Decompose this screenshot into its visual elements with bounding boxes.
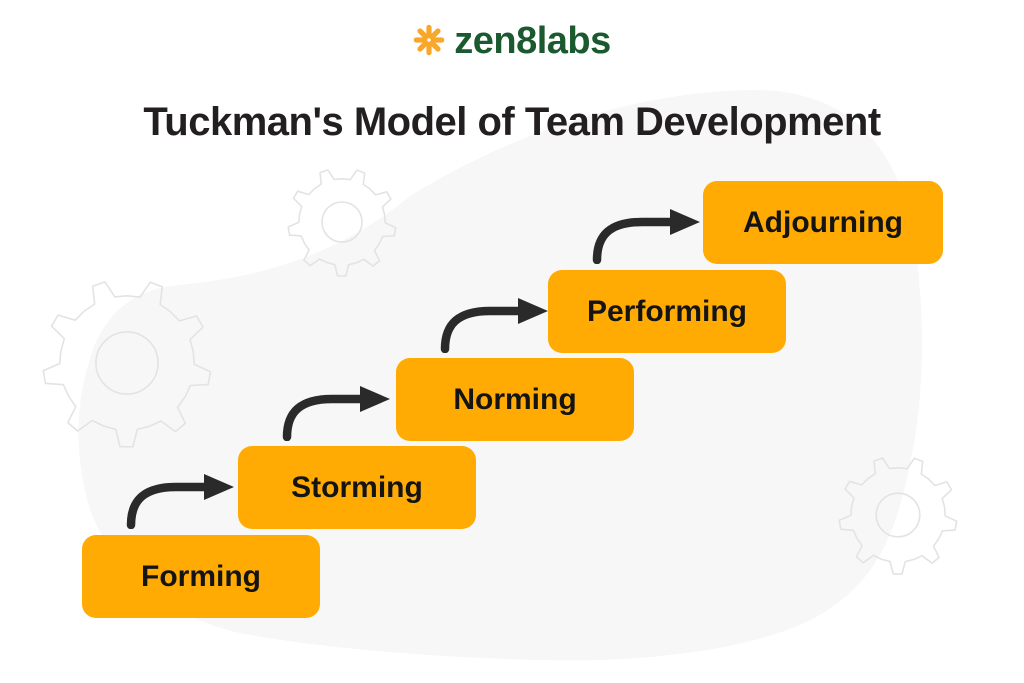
stage-adjourning: Adjourning: [703, 181, 943, 264]
stage-label: Adjourning: [743, 205, 903, 239]
stage-storming: Storming: [238, 446, 476, 529]
gear-icons: [42, 169, 958, 575]
page-title: Tuckman's Model of Team Development: [143, 100, 881, 144]
logo: zen8labs: [0, 22, 1024, 60]
asterisk-icon: [413, 24, 445, 56]
stage-performing: Performing: [548, 270, 786, 353]
stage-label: Forming: [141, 559, 261, 593]
stage-label: Storming: [291, 470, 423, 504]
stage-label: Norming: [453, 382, 577, 416]
stage-norming: Norming: [396, 358, 634, 441]
curved-arrow-icon: [592, 209, 700, 264]
stage-label: Performing: [586, 294, 748, 328]
curved-arrow-icon: [440, 298, 548, 353]
curved-arrow-icon: [126, 474, 234, 529]
stage-forming: Forming: [82, 535, 320, 618]
logo-text: zen8labs: [454, 20, 611, 62]
curved-arrow-icon: [282, 386, 390, 441]
